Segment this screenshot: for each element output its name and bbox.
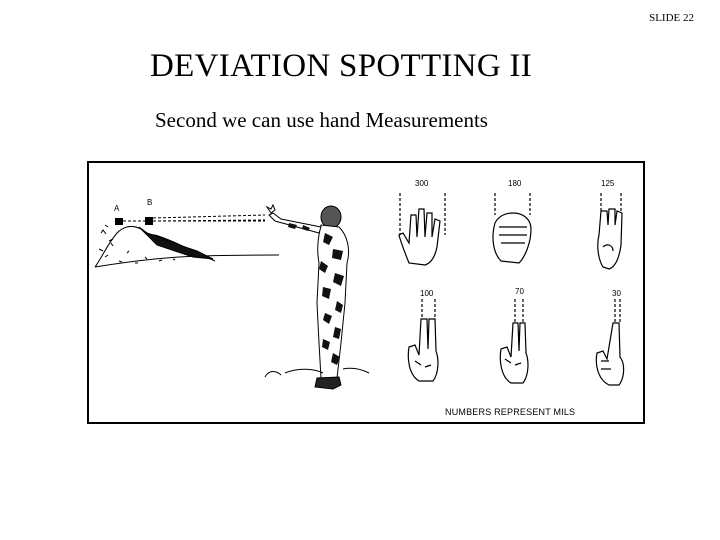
hand-drawing-300 (398, 193, 446, 266)
hand-drawing-125 (597, 193, 623, 270)
hand-drawing-100 (407, 299, 439, 382)
point-label-a: A (114, 204, 120, 213)
hand-drawing-30 (595, 299, 625, 386)
hand-label-300: 300 (415, 179, 429, 188)
slide-number: SLIDE 22 (649, 12, 694, 24)
terrain-drawing (94, 224, 280, 268)
hand-label-30: 30 (612, 289, 621, 298)
hand-drawing-180 (492, 193, 532, 264)
hand-label-100: 100 (420, 289, 434, 298)
hand-label-180: 180 (508, 179, 522, 188)
figure-caption: NUMBERS REPRESENT MILS (445, 407, 576, 417)
target-a-marker (115, 218, 123, 225)
slide-title: DEVIATION SPOTTING II (150, 48, 533, 84)
hand-label-70: 70 (515, 287, 524, 296)
figure-illustration (94, 193, 625, 390)
hand-drawing-70 (499, 299, 529, 384)
slide-subtitle: Second we can use hand Measurements (155, 108, 488, 132)
point-label-b: B (147, 198, 153, 207)
sight-lines (123, 214, 266, 222)
soldier-figure (264, 203, 370, 390)
hand-measurement-figure: A B 300 180 125 100 70 30 NUMBERS REPRES… (87, 161, 645, 424)
hand-label-125: 125 (601, 179, 615, 188)
